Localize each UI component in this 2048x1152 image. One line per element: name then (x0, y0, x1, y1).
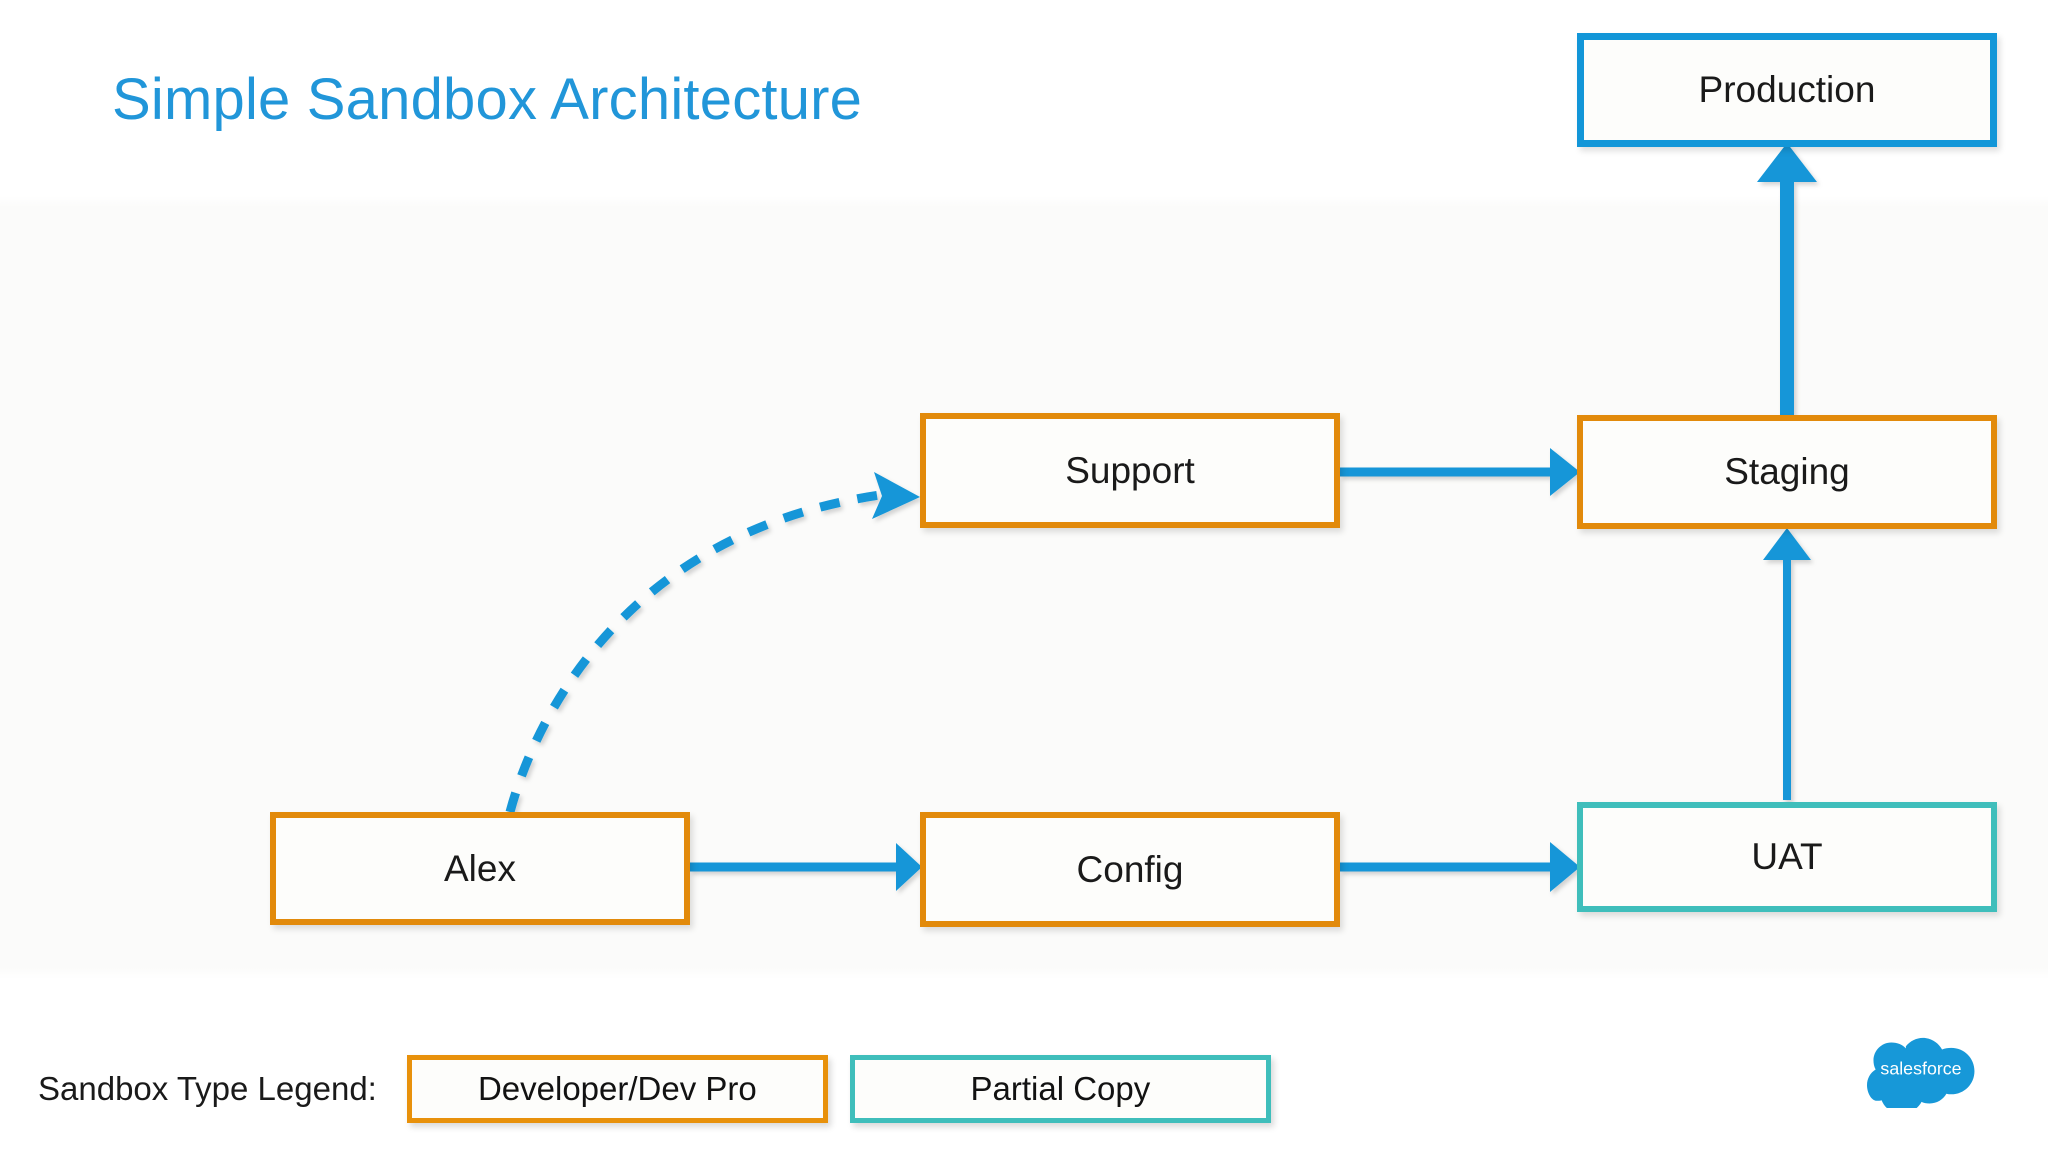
legend-chip-partial-copy[interactable]: Partial Copy (849, 1055, 1271, 1123)
node-production-label: Production (1698, 69, 1876, 110)
edge-alex-to-support (505, 472, 920, 814)
node-staging-label: Staging (1724, 451, 1850, 492)
legend-chip-developer-dev-pro[interactable]: Developer/Dev Pro (406, 1055, 828, 1123)
edge-config-to-uat (1340, 842, 1580, 892)
salesforce-wordmark: salesforce (1880, 1058, 1961, 1078)
edge-uat-to-staging (1763, 528, 1811, 800)
node-support[interactable]: Support (920, 413, 1340, 528)
node-uat-label: UAT (1751, 836, 1823, 877)
page-title: Simple Sandbox Architecture (112, 67, 863, 132)
node-alex-label: Alex (444, 847, 516, 889)
node-uat[interactable]: UAT (1577, 802, 1997, 912)
node-staging[interactable]: Staging (1577, 415, 1997, 529)
legend-chip-developer-dev-pro-label: Developer/Dev Pro (477, 1070, 757, 1107)
salesforce-logo: salesforce (1867, 1037, 1975, 1108)
edge-staging-to-production (1757, 143, 1817, 415)
node-support-label: Support (1065, 449, 1195, 491)
node-production[interactable]: Production (1577, 33, 1997, 147)
legend: Sandbox Type Legend: Developer/Dev Pro P… (38, 1055, 1271, 1123)
legend-chip-partial-copy-label: Partial Copy (970, 1070, 1151, 1107)
edge-alex-to-config (690, 843, 922, 891)
node-alex[interactable]: Alex (270, 812, 690, 925)
edge-support-to-staging (1340, 448, 1580, 496)
cloud-shape: salesforce (1867, 1037, 1975, 1108)
legend-label: Sandbox Type Legend: (38, 1070, 377, 1107)
node-config-label: Config (1076, 848, 1184, 890)
node-config[interactable]: Config (920, 812, 1340, 927)
